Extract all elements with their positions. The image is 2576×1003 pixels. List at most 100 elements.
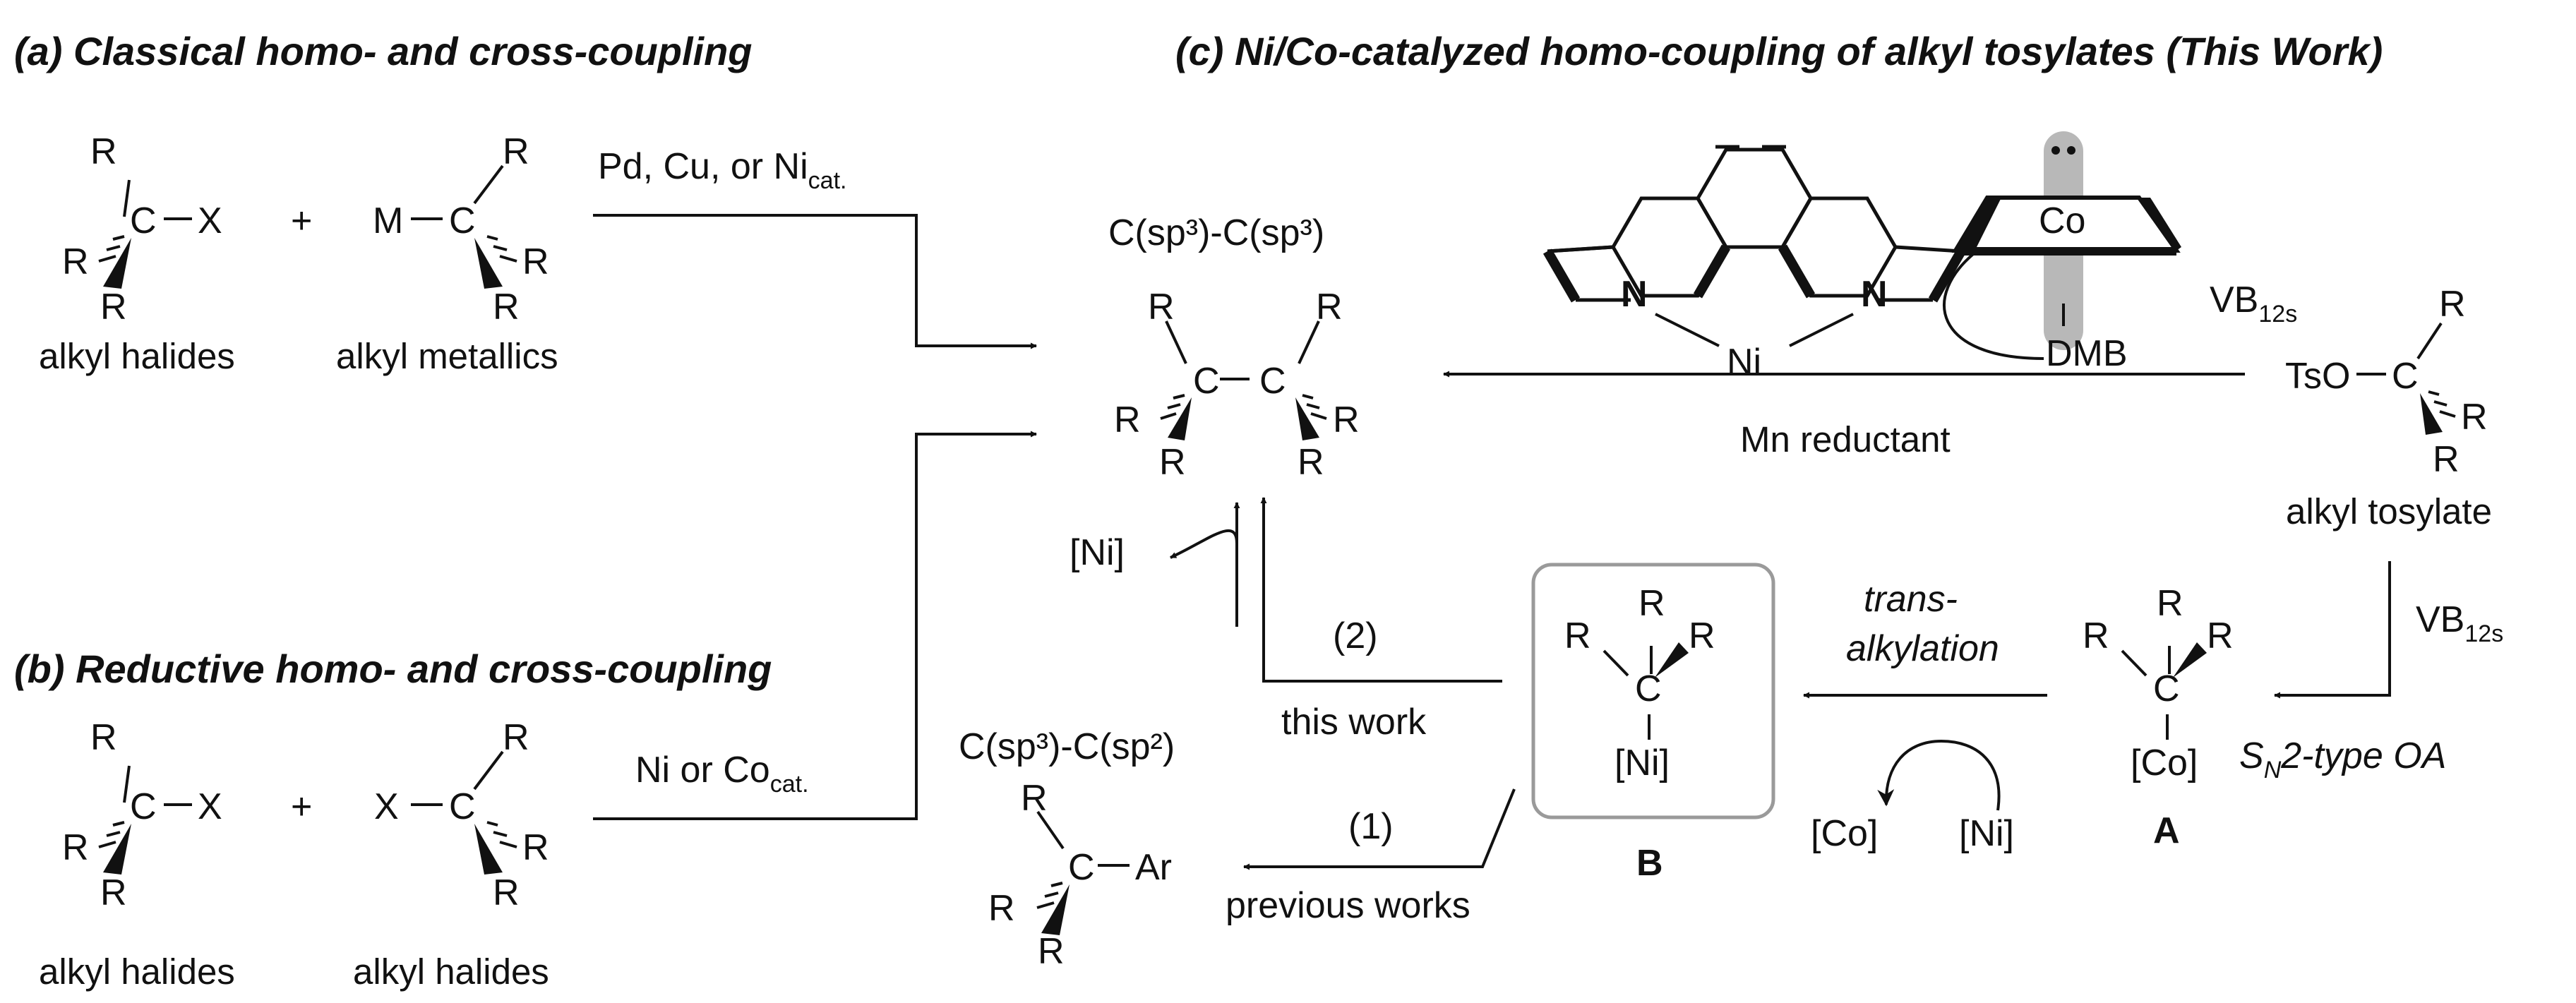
- atom-r: R: [2207, 615, 2234, 656]
- atom-r: R: [1021, 778, 1048, 819]
- alkyl-halide-b1: R C X R R alkyl halides: [39, 717, 235, 992]
- atom-r: R: [2461, 397, 2488, 438]
- conditions-a: Pd, Cu, or Nicat.: [598, 146, 846, 194]
- atom-m: M: [373, 200, 403, 241]
- atom-r: R: [1689, 615, 1715, 656]
- intermediate-b: R R R C [Ni]: [1564, 583, 1715, 783]
- arrow-sn2-oxidative-addition: [2274, 561, 2391, 699]
- nickel-label: [Ni]: [1615, 743, 1670, 783]
- atom-r: R: [1639, 583, 1665, 624]
- arrow-this-work: [1260, 497, 1502, 683]
- atom-r: R: [100, 872, 127, 913]
- conditions-b: Ni or Cocat.: [635, 750, 809, 798]
- label-step-1: (1): [1348, 806, 1394, 847]
- homo-coupled-product: R C C R R R R R: [1114, 287, 1360, 483]
- atom-dmb: DMB: [2046, 333, 2128, 374]
- atom-x: X: [198, 200, 222, 241]
- label-previous-works: previous works: [1226, 885, 1470, 926]
- atom-c: C: [1068, 847, 1095, 888]
- atom-tso: TsO: [2285, 356, 2350, 397]
- atom-r: R: [1564, 615, 1591, 656]
- atom-x: X: [198, 786, 222, 827]
- arrow-b: [593, 431, 1037, 820]
- alkyl-tosylate: TsO C R R R alkyl tosylate: [2285, 284, 2492, 531]
- atom-r: R: [522, 827, 549, 868]
- atom-r: R: [1333, 400, 1360, 440]
- nickel-released-label: [Ni]: [1070, 532, 1125, 573]
- label-alkylation: alkylation: [1846, 628, 1999, 669]
- atom-c: C: [1635, 668, 1662, 709]
- label-mn-reductant: Mn reductant: [1740, 419, 1951, 460]
- plus-sign: +: [291, 786, 312, 827]
- atom-r: R: [90, 717, 117, 758]
- label-trans: trans-: [1864, 579, 1958, 620]
- vitamin-b12s-catalyst: Co DMB VB12s: [1943, 131, 2297, 374]
- atom-r: R: [2433, 439, 2460, 480]
- atom-r: R: [503, 131, 529, 172]
- atom-r: R: [1114, 400, 1141, 440]
- atom-c: C: [2392, 356, 2419, 397]
- atom-r: R: [503, 717, 529, 758]
- atom-r: R: [493, 287, 520, 328]
- atom-r: R: [522, 241, 549, 282]
- panel-a-title: (a) Classical homo- and cross-coupling: [14, 29, 753, 73]
- plus-sign: +: [291, 200, 312, 241]
- atom-x: X: [374, 786, 399, 827]
- atom-r: R: [2439, 284, 2466, 325]
- arrow-a: [593, 214, 1037, 349]
- atom-r: R: [2157, 583, 2183, 624]
- atom-r: R: [100, 287, 127, 328]
- alkyl-halide-a: R C X R R alkyl halides: [39, 131, 235, 376]
- cobalt-label: [Co]: [2131, 743, 2198, 783]
- atom-r: R: [1298, 442, 1324, 483]
- atom-c: C: [130, 786, 157, 827]
- arrow-previous-works: [1243, 788, 1516, 870]
- atom-r: R: [988, 888, 1015, 929]
- nickel-phenanthroline-complex: N N Ni: [1542, 145, 1966, 383]
- atom-c: C: [130, 200, 157, 241]
- label-vb12s: VB12s: [2210, 280, 2297, 328]
- label-alkyl-halides: alkyl halides: [353, 951, 549, 992]
- atom-r: R: [493, 872, 520, 913]
- label-alkyl-halides: alkyl halides: [39, 336, 235, 376]
- atom-r: R: [62, 241, 89, 282]
- atom-n: N: [1861, 274, 1888, 315]
- label-alkyl-metallics: alkyl metallics: [336, 336, 558, 376]
- alkyl-metallic: M C R R R alkyl metallics: [336, 131, 558, 376]
- atom-c: C: [2153, 668, 2180, 709]
- intermediate-a: R R R C [Co] A: [2083, 583, 2234, 851]
- atom-c: C: [449, 200, 476, 241]
- cobalt-released-label: [Co]: [1811, 813, 1878, 854]
- label-csp3-csp3: C(sp³)-C(sp³): [1108, 212, 1324, 253]
- label-vb12s-reagent: VB12s: [2416, 599, 2503, 647]
- atom-c: C: [1193, 361, 1220, 402]
- atom-co: Co: [2039, 200, 2085, 241]
- label-this-work: this work: [1281, 702, 1427, 743]
- panel-b-title: (b) Reductive homo- and cross-coupling: [14, 647, 772, 691]
- arrow-ni-release: [1170, 529, 1238, 627]
- atom-ni: Ni: [1727, 342, 1761, 383]
- atom-r: R: [90, 131, 117, 172]
- label-alkyl-tosylate: alkyl tosylate: [2286, 491, 2492, 531]
- atom-n: N: [1621, 274, 1648, 315]
- atom-c: C: [1259, 361, 1286, 402]
- label-csp3-csp2: C(sp³)-C(sp²): [959, 726, 1175, 767]
- atom-r: R: [2083, 615, 2109, 656]
- panel-c-title: (c) Ni/Co-catalyzed homo-coupling of alk…: [1175, 29, 2383, 73]
- arrow-co-ni-exchange: [1877, 739, 2001, 811]
- label-alkyl-halides: alkyl halides: [39, 951, 235, 992]
- atom-c: C: [449, 786, 476, 827]
- compound-a-label: A: [2153, 810, 2180, 851]
- cross-coupled-product: R C Ar R R: [988, 778, 1172, 972]
- alkyl-halide-b2: X C R R R alkyl halides: [353, 717, 549, 992]
- nickel-input-label: [Ni]: [1959, 813, 2014, 854]
- label-step-2: (2): [1333, 615, 1378, 656]
- atom-ar: Ar: [1135, 847, 1172, 888]
- label-sn2-type-oa: SN2-type OA: [2239, 735, 2446, 783]
- atom-r: R: [1316, 287, 1343, 328]
- intermediate-b-box: [1531, 563, 1775, 819]
- atom-r: R: [1148, 287, 1175, 328]
- compound-b-label: B: [1636, 843, 1663, 884]
- atom-r: R: [1159, 442, 1186, 483]
